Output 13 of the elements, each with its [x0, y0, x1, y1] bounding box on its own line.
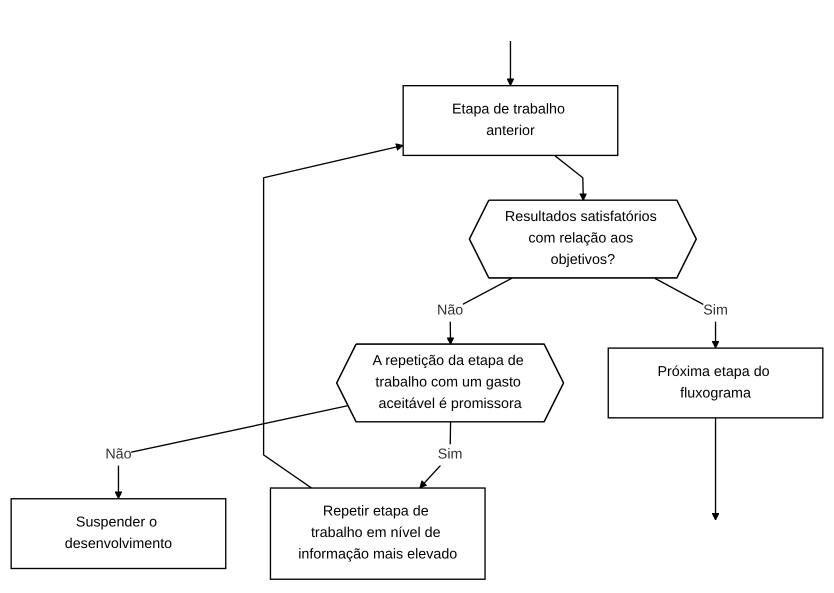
node-box: Suspender o desenvolvimento [10, 498, 226, 569]
arrow [506, 40, 514, 86]
arrow [114, 404, 348, 499]
edge-label: Não [436, 302, 464, 318]
arrow [262, 143, 404, 488]
edge-label: Não [105, 446, 132, 462]
node-box: Repetir etapa de trabalho em nível de informação mais elevado [270, 487, 486, 580]
arrow [712, 418, 720, 520]
arrow [554, 154, 588, 201]
node-box: Etapa de trabalho anterior [402, 84, 618, 156]
node-box: Próxima etapa do fluxograma [608, 347, 824, 418]
edge-label: Sim [703, 302, 728, 318]
edge-label: Sim [438, 446, 462, 462]
